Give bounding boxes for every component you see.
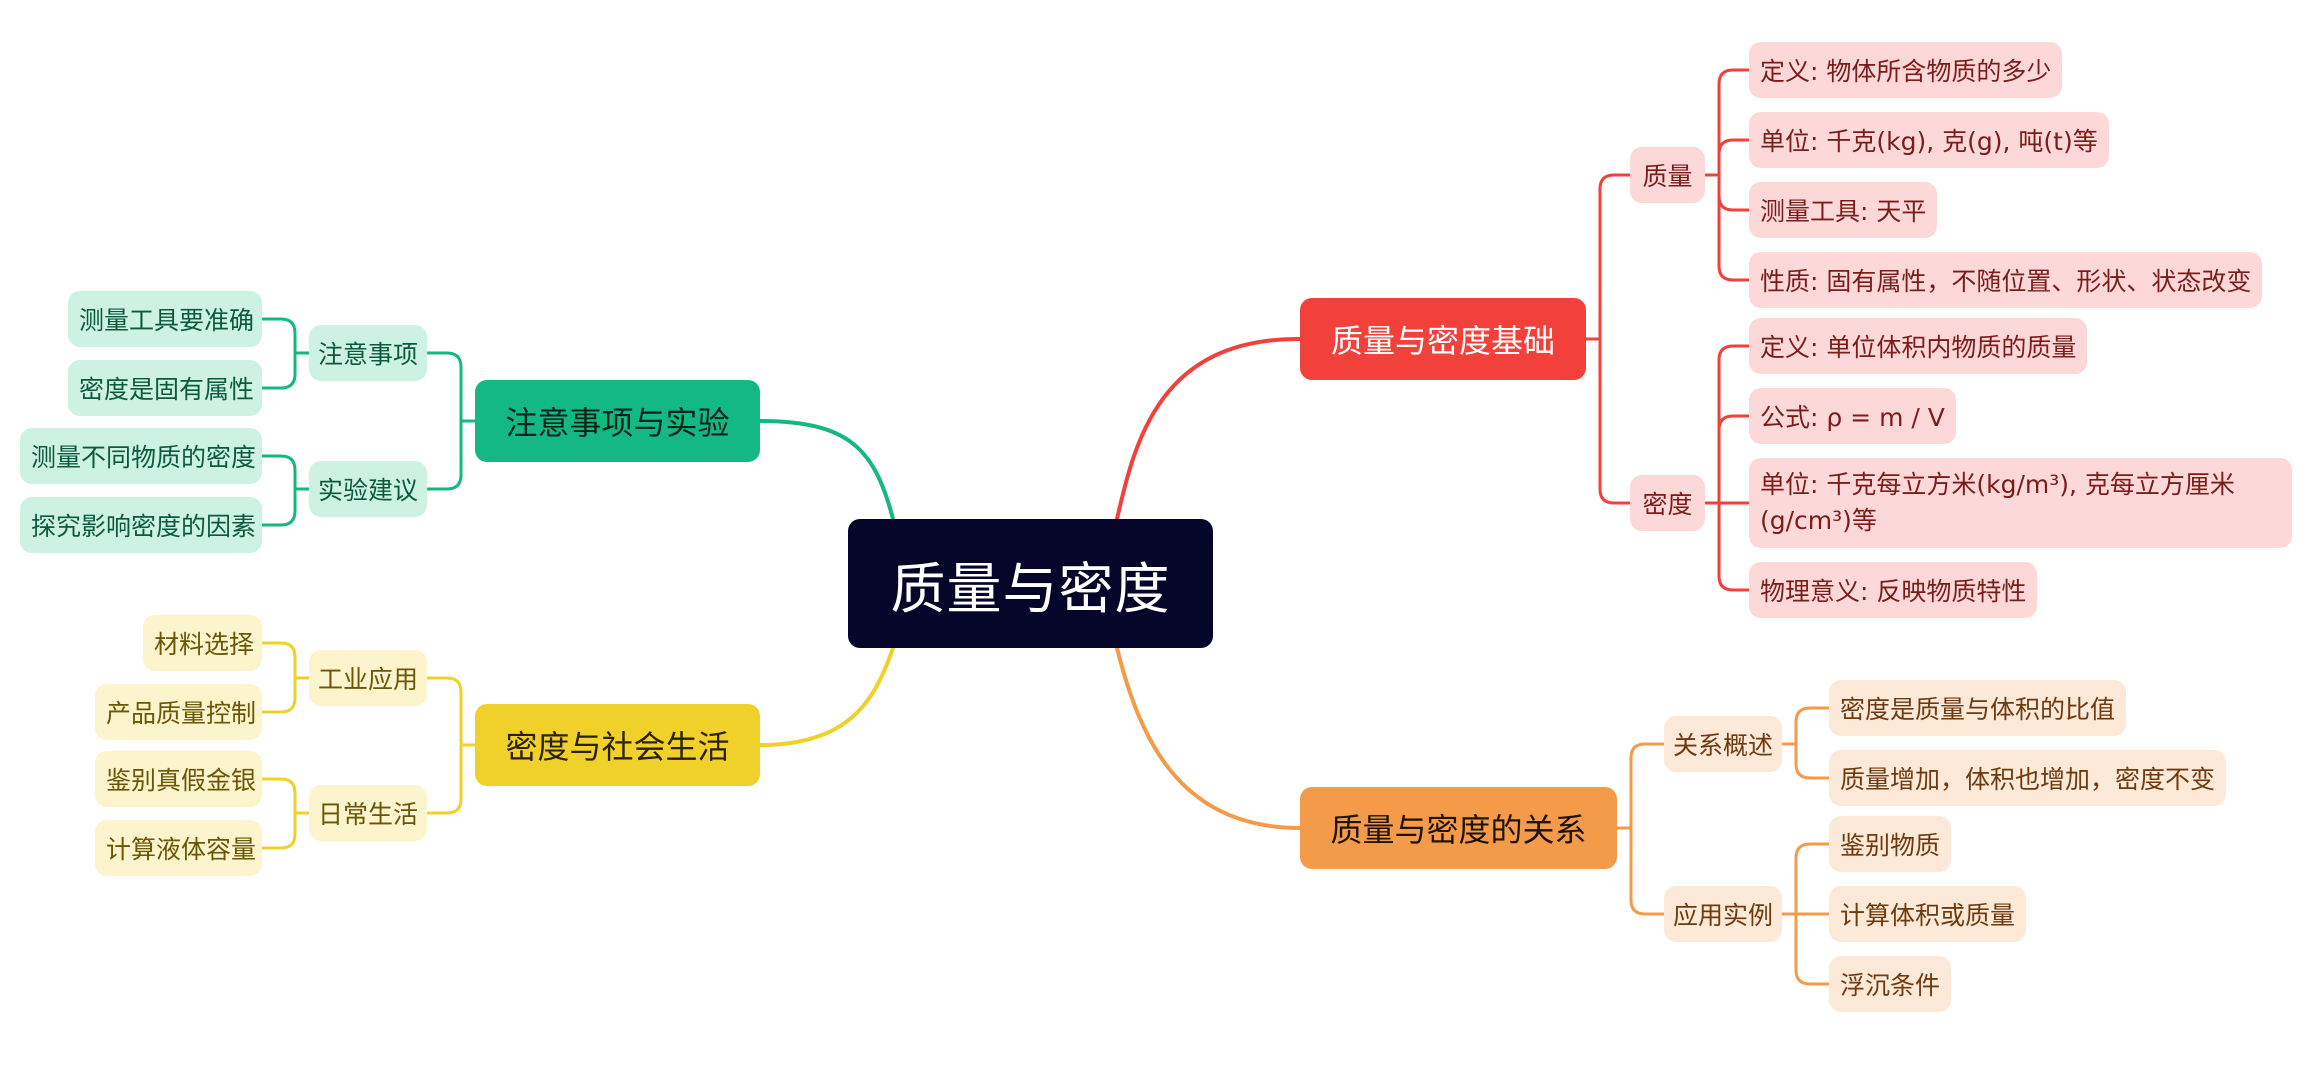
leaf-daily-gold[interactable]: 鉴别真假金银 — [95, 751, 262, 807]
connector-experiments-0 — [260, 454, 311, 491]
leaf-experiment-measure[interactable]: 测量不同物质的密度 — [20, 428, 262, 484]
connector-cautions-0 — [425, 351, 477, 423]
leaf-overview-ratio[interactable]: 密度是质量与体积的比值 — [1829, 680, 2127, 736]
leaf-example-calculate[interactable]: 计算体积或质量 — [1829, 886, 2027, 942]
connector-relation-1 — [1615, 826, 1666, 916]
connector-root-cautions — [758, 419, 895, 521]
sub-topic-examples[interactable]: 应用实例 — [1664, 886, 1782, 942]
sub-topic-industry[interactable]: 工业应用 — [309, 650, 427, 706]
sub-topic-density[interactable]: 密度 — [1630, 475, 1705, 531]
connector-overview-1 — [1780, 742, 1831, 780]
connector-mass-1 — [1703, 138, 1751, 177]
leaf-density-unit[interactable]: 单位: 千克每立方米(kg/m³), 克每立方厘米(g/cm³)等 — [1749, 458, 2292, 548]
connector-daily-1 — [260, 811, 311, 850]
sub-topic-notes[interactable]: 注意事项 — [309, 325, 427, 381]
leaf-density-meaning[interactable]: 物理意义: 反映物质特性 — [1749, 562, 2038, 618]
leaf-mass-definition[interactable]: 定义: 物体所含物质的多少 — [1749, 42, 2063, 98]
leaf-mass-tool[interactable]: 测量工具: 天平 — [1749, 182, 1938, 238]
leaf-notes-accurate[interactable]: 测量工具要准确 — [68, 291, 262, 347]
sub-topic-mass[interactable]: 质量 — [1630, 147, 1705, 203]
connector-root-basics — [1115, 336, 1302, 521]
connector-root-society — [758, 646, 895, 747]
connector-mass-2 — [1703, 173, 1751, 212]
connector-basics-1 — [1584, 337, 1632, 505]
connector-mass-0 — [1703, 68, 1751, 177]
connector-notes-0 — [260, 317, 311, 355]
sub-topic-experiments[interactable]: 实验建议 — [309, 461, 427, 517]
connector-cautions-1 — [425, 419, 477, 491]
leaf-experiment-explore[interactable]: 探究影响密度的因素 — [20, 497, 262, 553]
leaf-overview-constant[interactable]: 质量增加，体积也增加，密度不变 — [1829, 750, 2227, 806]
connector-density-0 — [1703, 344, 1751, 505]
branch-cautions[interactable]: 注意事项与实验 — [475, 380, 760, 462]
leaf-density-definition[interactable]: 定义: 单位体积内物质的质量 — [1749, 318, 2088, 374]
connector-experiments-1 — [260, 487, 311, 527]
branch-basics[interactable]: 质量与密度基础 — [1300, 298, 1586, 380]
connector-mass-3 — [1703, 173, 1751, 282]
sub-topic-daily[interactable]: 日常生活 — [309, 785, 427, 841]
connector-overview-0 — [1780, 706, 1831, 746]
branch-society[interactable]: 密度与社会生活 — [475, 704, 760, 786]
connector-examples-2 — [1780, 912, 1831, 986]
connector-notes-1 — [260, 351, 311, 390]
connector-industry-0 — [260, 641, 311, 680]
leaf-example-identify[interactable]: 鉴别物质 — [1829, 816, 1952, 872]
connector-root-relation — [1115, 646, 1302, 830]
connector-society-0 — [425, 676, 477, 747]
connector-daily-0 — [260, 777, 311, 815]
sub-topic-overview[interactable]: 关系概述 — [1664, 716, 1782, 772]
connector-industry-1 — [260, 676, 311, 714]
root-topic[interactable]: 质量与密度 — [848, 519, 1213, 648]
branch-relation[interactable]: 质量与密度的关系 — [1300, 787, 1617, 869]
connector-density-3 — [1703, 501, 1751, 592]
leaf-notes-property[interactable]: 密度是固有属性 — [68, 360, 262, 416]
connector-examples-0 — [1780, 842, 1831, 916]
leaf-daily-volume[interactable]: 计算液体容量 — [95, 820, 262, 876]
leaf-industry-materials[interactable]: 材料选择 — [143, 615, 262, 671]
connector-density-1 — [1703, 414, 1751, 505]
leaf-density-formula[interactable]: 公式: ρ = m / V — [1749, 388, 1956, 444]
leaf-example-buoyancy[interactable]: 浮沉条件 — [1829, 956, 1952, 1012]
connector-society-1 — [425, 743, 477, 815]
leaf-mass-property[interactable]: 性质: 固有属性，不随位置、形状、状态改变 — [1749, 252, 2263, 308]
connector-relation-0 — [1615, 742, 1666, 830]
connector-basics-0 — [1584, 173, 1632, 341]
leaf-industry-quality[interactable]: 产品质量控制 — [95, 684, 262, 740]
leaf-mass-unit[interactable]: 单位: 千克(kg), 克(g), 吨(t)等 — [1749, 112, 2109, 168]
